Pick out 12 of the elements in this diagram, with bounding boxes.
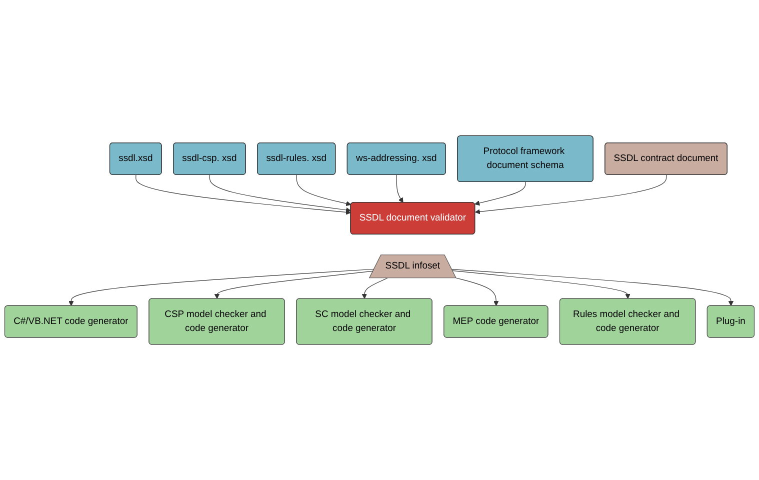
arrow	[296, 174, 352, 206]
arrow	[209, 174, 352, 212]
arrow	[452, 270, 630, 299]
arrow	[474, 174, 667, 214]
arrow	[68, 268, 374, 306]
arrow	[452, 268, 734, 306]
arrow	[214, 270, 374, 299]
arrow	[136, 174, 352, 215]
arrow	[474, 182, 526, 206]
arrow	[362, 278, 388, 299]
arrow	[456, 278, 499, 306]
arrow	[396, 174, 404, 203]
